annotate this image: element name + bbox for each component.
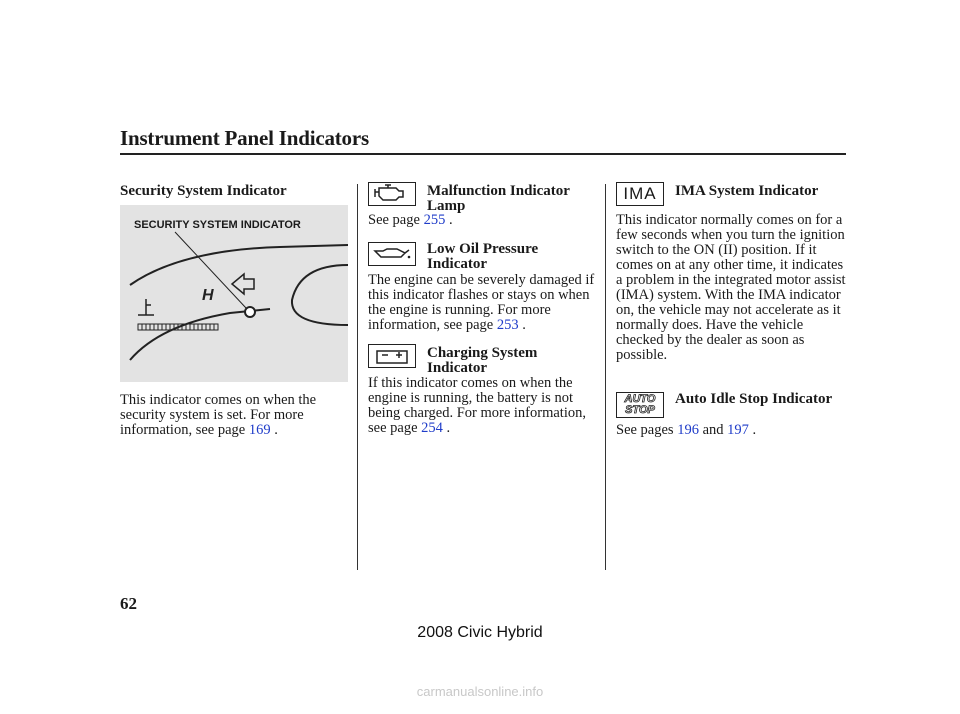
battery-icon [368,344,416,368]
auto-stop-icon-line2: STOP [625,404,656,416]
oil-pressure-icon [368,242,416,266]
security-text: This indicator comes on when the securit… [120,392,317,438]
mil-text-body: See page [368,212,420,228]
page-link[interactable]: 197 [727,422,749,438]
ima-text: This indicator normally comes on for a f… [616,212,846,363]
page-title: Instrument Panel Indicators [120,126,369,150]
ima-heading: IMA System Indicator [675,183,819,199]
autostop-text-prefix: See pages [616,422,674,438]
auto-stop-icon-line1: AUTO [624,393,656,405]
charging-text-body: If this indicator comes on when the engi… [368,375,586,436]
page-link[interactable]: 196 [677,422,699,438]
page-link[interactable]: 255 [423,212,446,228]
oil-text-body: The engine can be severely damaged if th… [368,272,595,333]
page-link[interactable]: 254 [421,420,443,436]
figure-label: SECURITY SYSTEM INDICATOR [134,219,301,231]
autostop-text: See pages 196 and 197 . [616,422,757,438]
autostop-heading: Auto Idle Stop Indicator [675,391,833,407]
security-text-body: This indicator comes on when the securit… [120,392,317,438]
column-divider [357,184,358,570]
check-engine-icon [368,182,416,206]
oil-text: The engine can be severely damaged if th… [368,272,595,333]
column-divider [605,184,606,570]
title-rule [120,153,846,155]
mil-text: See page 255 . [368,212,453,228]
footer-title: 2008 Civic Hybrid [417,624,543,641]
charging-heading-1: Charging System [427,345,538,361]
mil-heading-1: Malfunction Indicator [427,183,570,199]
charging-text: If this indicator comes on when the engi… [368,375,586,436]
charging-heading-2: Indicator [427,360,487,376]
dashboard-illustration: H [129,231,349,361]
auto-stop-icon: AUTO STOP [616,392,664,418]
mil-heading-2: Lamp [427,198,466,214]
oil-heading-2: Indicator [427,256,487,272]
ima-icon: IMA [616,182,664,206]
watermark: carmanualsonline.info [416,684,544,699]
oil-heading-1: Low Oil Pressure [427,241,539,257]
page-link[interactable]: 169 [248,422,271,438]
svg-text:H: H [202,287,214,304]
page-number: 62 [120,594,137,613]
autostop-conj: and [702,422,724,438]
security-figure: H [120,205,349,382]
security-heading: Security System Indicator [120,183,287,199]
page-link[interactable]: 253 [496,317,519,333]
